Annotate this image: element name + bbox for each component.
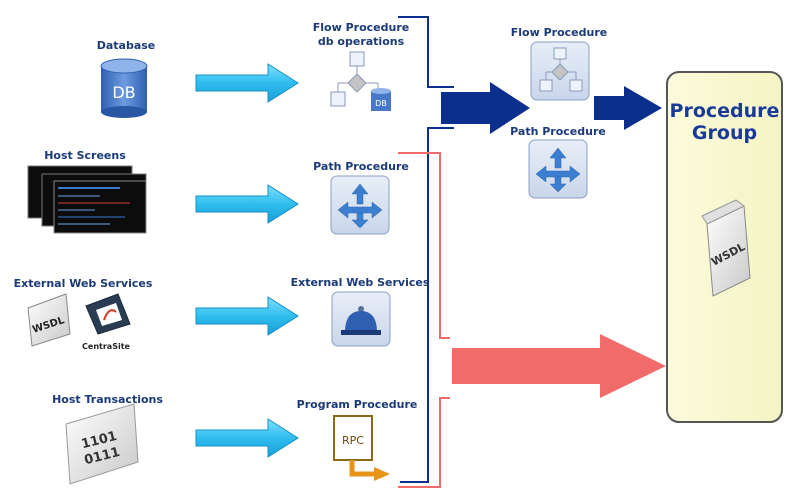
group-path-procedure-label: Path Procedure <box>510 125 606 138</box>
host-screens-label: Host Screens <box>44 149 126 162</box>
group-path-procedure-icon <box>528 139 588 199</box>
navy-bracket-bottom <box>400 127 454 483</box>
external-web-services-source-label: External Web Services <box>13 277 153 290</box>
external-web-services-procedure-label: External Web Services <box>290 276 430 289</box>
cyan-arrow-host-transactions <box>195 418 299 458</box>
flow-db-badge: DB <box>375 99 387 108</box>
navy-arrow-to-procedure-group <box>594 86 662 130</box>
group-wsdl-document-icon: WSDL <box>701 199 751 297</box>
flow-db-label-line1: Flow Procedure <box>312 21 410 34</box>
host-transactions-label: Host Transactions <box>52 393 163 406</box>
procedure-group-title: Procedure Group <box>667 100 782 144</box>
path-procedure-label: Path Procedure <box>313 160 409 173</box>
centrasite-text: CentraSite <box>82 342 130 351</box>
centrasite-logo-icon: CentraSite <box>82 293 131 351</box>
database-icon: DB <box>100 58 148 118</box>
program-procedure-label: Program Procedure <box>296 398 418 411</box>
binary-card-icon: 1101 0111 <box>65 403 139 485</box>
host-screens-icon <box>27 165 147 234</box>
path-procedure-icon <box>330 175 390 235</box>
bell-service-icon <box>331 291 391 347</box>
rpc-program-icon: RPC <box>333 415 390 481</box>
db-icon-text: DB <box>112 83 135 102</box>
group-flow-procedure-icon <box>530 41 590 101</box>
group-flow-procedure-label: Flow Procedure <box>510 26 608 39</box>
rpc-text: RPC <box>342 434 364 447</box>
salmon-bracket-bottom <box>398 397 450 488</box>
salmon-bracket-top <box>398 152 450 339</box>
flow-db-label-line2: db operations <box>317 35 405 48</box>
flow-db-procedure-icon: DB <box>330 51 391 111</box>
procedure-group-title-line2: Group <box>691 122 758 144</box>
navy-arrow-to-group-members <box>441 82 530 134</box>
flow-db-procedure-label: Flow Procedure db operations <box>300 21 422 49</box>
cyan-arrow-host-screens <box>195 184 299 224</box>
procedure-group-title-line1: Procedure <box>669 100 780 122</box>
cyan-arrow-database <box>195 63 299 103</box>
navy-bracket-top <box>398 16 454 88</box>
wsdl-document-icon: WSDL <box>27 293 71 347</box>
database-label: Database <box>96 39 156 52</box>
cyan-arrow-web-services <box>195 296 299 336</box>
salmon-arrow-to-procedure-group <box>452 334 666 398</box>
